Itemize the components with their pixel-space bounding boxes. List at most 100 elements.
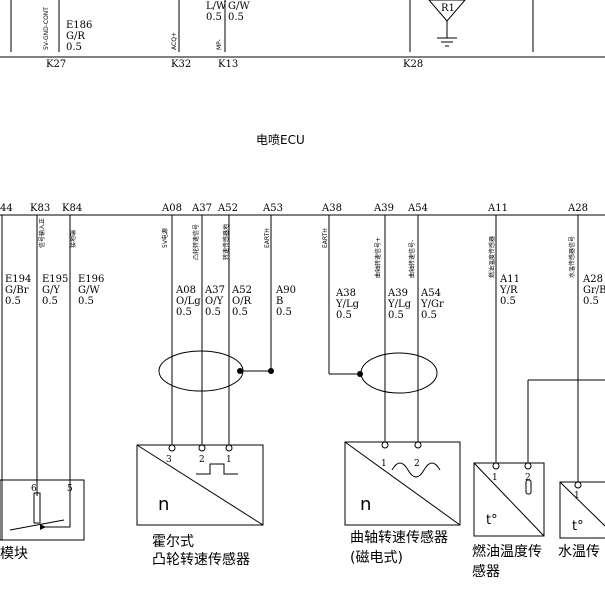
left-wire-labels: E194 G/Br 0.5 E195 G/Y 0.5 E196 G/W 0.5 xyxy=(5,274,104,307)
relay-r1-label: R1 xyxy=(441,3,455,14)
connector-code-k32: K32 xyxy=(171,59,191,70)
connector-code-k27: K27 xyxy=(46,59,66,70)
wire-size-a11: 0.5 xyxy=(500,296,516,307)
connector-code-k28: K28 xyxy=(403,59,423,70)
wire-color-gw: G/W xyxy=(228,1,250,12)
wire-id-a37: A37 xyxy=(204,285,225,296)
signal-label-k84: 接地端 xyxy=(69,230,77,248)
bus-pin-k84: K84 xyxy=(62,203,82,214)
bus-pin-a38: A38 xyxy=(321,203,342,214)
fuel-pin-2: 2 xyxy=(525,473,531,483)
signal-label-a37: 凸轮转速信号 xyxy=(192,224,200,260)
left-wires xyxy=(1,215,71,540)
fuel-label-line2: 感器 xyxy=(472,563,500,580)
crank-shield-junction xyxy=(357,371,363,377)
wire-color-a38: Y/Lg xyxy=(335,299,360,310)
wire-size-a37: 0.5 xyxy=(205,307,221,318)
module-potentiometer-wiper xyxy=(9,480,71,531)
signal-label-a39: 曲轴转速信号+ xyxy=(374,237,382,278)
bus-pin-a11: A11 xyxy=(487,203,508,214)
water-sensor-diagonal xyxy=(559,481,605,527)
crank-symbol: n xyxy=(360,494,371,515)
fuel-label-line1: 燃油温度传 xyxy=(472,543,542,560)
wire-color-e196: G/W xyxy=(78,285,100,296)
module-resistor xyxy=(33,492,41,524)
wire-id-e196: E196 xyxy=(78,274,104,285)
bus-pin-a39: A39 xyxy=(373,203,394,214)
connector-code-k13: K13 xyxy=(218,59,238,70)
hall-sensor-box xyxy=(136,444,264,526)
water-pin-1: 1 xyxy=(574,491,580,501)
fuel-sensor-diagonal xyxy=(473,462,545,537)
hall-label-line2: 凸轮转速传感器 xyxy=(152,551,250,568)
signal-labels: 信号输入正 接地端 5V电源 凸轮转速信号 转速传感器地 EARTH EARTH… xyxy=(38,218,576,278)
crank-label-line1: 曲轴转速传感器 xyxy=(350,529,448,546)
signal-label-k83: 信号输入正 xyxy=(38,218,46,248)
wire-color-lw: L/W xyxy=(206,1,227,12)
crank-shield-ellipse xyxy=(360,352,438,394)
signal-label-a54: 曲轴转速信号- xyxy=(408,240,416,278)
wire-size-a28: 0.5 xyxy=(583,296,599,307)
signal-label-a11: 燃油温度传感器 xyxy=(488,236,496,278)
signal-label-a08: 5V电源 xyxy=(161,228,169,248)
wire-size-lw: 0.5 xyxy=(206,12,222,23)
wire-size-gw: 0.5 xyxy=(228,12,244,23)
hall-pulse-icon xyxy=(196,463,238,475)
wire-size-a90: 0.5 xyxy=(276,307,292,318)
crank-wire-labels: A38 Y/Lg 0.5 A39 Y/Lg 0.5 A54 Y/Gr 0.5 xyxy=(335,288,444,321)
wire-id-e195: E195 xyxy=(42,274,68,285)
hall-ground-junction xyxy=(268,368,274,374)
hall-label-line1: 霍尔式 xyxy=(152,534,194,550)
wire-color-e194: G/Br xyxy=(5,285,29,296)
wire-id-a54: A54 xyxy=(420,288,441,299)
wire-size-a08: 0.5 xyxy=(176,307,192,318)
water-sensor-box xyxy=(559,481,605,539)
wire-color-a37: O/Y xyxy=(205,296,224,307)
bus-pin-a28: A28 xyxy=(567,203,588,214)
signal-label-a38: EARTH xyxy=(322,228,329,248)
module-arrow-icon xyxy=(40,524,46,530)
hall-pin-3: 3 xyxy=(166,455,172,465)
wire-id-a90: A90 xyxy=(275,285,296,296)
wire-color-a08: O/Lg xyxy=(176,296,201,307)
wire-size-e194: 0.5 xyxy=(5,296,21,307)
ecu-label: 电喷ECU xyxy=(256,133,305,147)
wire-id-e186: E186 xyxy=(66,20,92,31)
fuel-symbol: t° xyxy=(486,513,498,528)
crank-sine-wave-icon xyxy=(391,462,441,478)
hall-symbol: n xyxy=(158,494,169,515)
bus-pin-a08: A08 xyxy=(161,203,182,214)
wire-size-e195: 0.5 xyxy=(42,296,58,307)
crank-pin-2: 2 xyxy=(414,459,420,469)
wire-size-a52: 0.5 xyxy=(232,307,248,318)
wire-id-a08: A08 xyxy=(175,285,196,296)
signal-label-a53: EARTH xyxy=(264,228,271,248)
wire-color-a11: Y/R xyxy=(499,285,518,296)
fuel-sensor-box xyxy=(473,462,545,537)
module-pin-6: 6 xyxy=(31,484,37,494)
wire-size-a38: 0.5 xyxy=(336,310,352,321)
top-section: 5V-GND-CONT ACQ+ MP- E186 G/R 0.5 L/W 0.… xyxy=(0,0,605,70)
water-temp-sensor: 1 t° 水温传 xyxy=(558,481,605,560)
wire-id-a39: A39 xyxy=(387,288,408,299)
wire-size-e196: 0.5 xyxy=(78,296,94,307)
hall-pin-2: 2 xyxy=(199,455,205,465)
fuel-wires xyxy=(495,215,605,463)
module-label: 模块 xyxy=(0,546,28,562)
wire-size-a39: 0.5 xyxy=(388,310,404,321)
fuel-pin-1: 1 xyxy=(492,473,498,483)
crank-wires xyxy=(328,215,419,442)
signal-label-k32: ACQ+ xyxy=(171,32,178,50)
hall-sensor: 3 2 1 n 霍尔式 凸轮转速传感器 xyxy=(136,444,264,568)
hall-wire-labels: A08 O/Lg 0.5 A37 O/Y 0.5 A52 O/R 0.5 A90… xyxy=(175,285,296,318)
wire-color-e195: G/Y xyxy=(42,285,60,296)
crank-sensor-diagonal xyxy=(344,441,461,526)
bus-pin-a37: A37 xyxy=(191,203,212,214)
water-symbol: t° xyxy=(572,519,584,534)
module-block: 6 5 模块 xyxy=(0,479,85,562)
bus-pin-a53: A53 xyxy=(262,203,283,214)
fuel-temp-sensor: 1 2 t° 燃油温度传 感器 xyxy=(472,462,545,580)
signal-label-a52: 转速传感器地 xyxy=(222,224,230,260)
wire-color-a90: B xyxy=(276,296,283,307)
bus-pin-44: 44 xyxy=(0,203,13,214)
